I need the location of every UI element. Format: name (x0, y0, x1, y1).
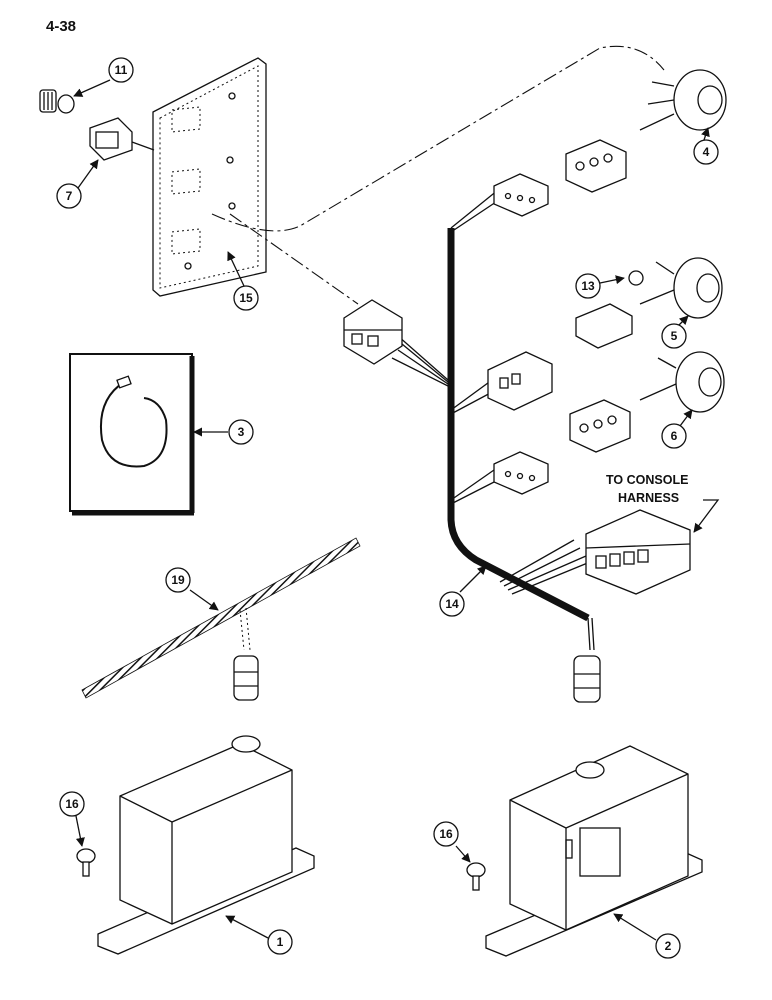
connector-top (493, 173, 549, 217)
svg-text:1: 1 (277, 935, 284, 949)
mounting-plate (152, 57, 267, 297)
note-line-2: HARNESS (618, 491, 679, 505)
main-harness (447, 228, 595, 651)
note-line-1: TO CONSOLE (606, 473, 688, 487)
cable-tie-inset (69, 353, 195, 516)
connector-low (493, 451, 549, 495)
svg-text:15: 15 (239, 291, 253, 305)
callout-2: 2 (655, 933, 681, 959)
callout-11: 11 (108, 57, 134, 83)
solenoid-5 (575, 257, 723, 349)
callout-19: 19 (165, 567, 191, 593)
callout-4: 4 (693, 139, 719, 165)
screw-right (466, 862, 486, 891)
routing-line (211, 45, 665, 232)
svg-text:14: 14 (445, 597, 459, 611)
rocker-switch (89, 117, 155, 161)
callout-7: 7 (56, 183, 82, 209)
callout-5: 5 (661, 323, 687, 349)
svg-text:6: 6 (671, 429, 678, 443)
callout-3: 3 (228, 419, 254, 445)
page-number: 4-38 (46, 18, 77, 35)
screw-left (76, 848, 96, 877)
callout-1: 1 (267, 929, 293, 955)
svg-text:16: 16 (439, 827, 453, 841)
knob (39, 89, 75, 114)
svg-text:19: 19 (171, 573, 185, 587)
routing-line (229, 213, 359, 305)
callout-13: 13 (575, 273, 601, 299)
controller-1 (97, 655, 315, 955)
callout-14: 14 (439, 591, 465, 617)
controller-2 (485, 655, 703, 957)
svg-text:16: 16 (65, 797, 79, 811)
svg-text:4: 4 (703, 145, 710, 159)
leader-lines (73, 79, 720, 941)
callout-15: 15 (233, 285, 259, 311)
svg-text:3: 3 (238, 425, 245, 439)
svg-text:7: 7 (66, 189, 73, 203)
callout-16-right: 16 (433, 821, 459, 847)
svg-text:2: 2 (665, 939, 672, 953)
connector-mid (487, 351, 553, 411)
connector-left (343, 299, 403, 365)
callout-6: 6 (661, 423, 687, 449)
washer (628, 270, 644, 286)
solenoid-4 (565, 69, 727, 193)
solenoid-6 (569, 351, 725, 453)
svg-text:11: 11 (115, 63, 128, 77)
svg-text:5: 5 (671, 329, 678, 343)
svg-text:13: 13 (581, 279, 595, 293)
console-connector (585, 509, 691, 595)
callout-16-left: 16 (59, 791, 85, 817)
wire-loom (81, 537, 361, 699)
